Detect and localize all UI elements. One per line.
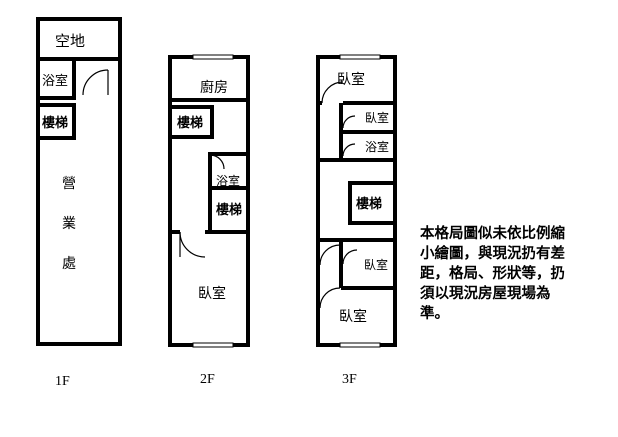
floor-1f-bathroom [36, 57, 76, 100]
door-swing-icon [209, 154, 225, 170]
room-label-stairs: 樓梯 [356, 196, 382, 212]
door-swing-icon [319, 287, 341, 309]
room-label-bathroom: 浴室 [42, 73, 68, 89]
window-icon [339, 342, 381, 348]
door-swing-icon [179, 231, 206, 258]
floor-label-2f: 2F [200, 372, 215, 387]
disclaimer-line: 距，格局、形狀等，扔 [420, 266, 565, 282]
room-label-bedroom: 臥室 [365, 110, 389, 125]
room-label-bedroom: 臥室 [337, 71, 365, 88]
disclaimer-line: 準。 [420, 306, 449, 322]
room-label-bathroom: 浴室 [365, 139, 389, 154]
floor-2f [168, 54, 250, 348]
room-label-stairs: 樓梯 [42, 115, 68, 131]
disclaimer-note: 本格局圖似未依比例縮 小繪圖，與現況扔有差 距，格局、形狀等，扔 須以現況房屋現… [420, 224, 595, 324]
room-label-bedroom: 臥室 [339, 308, 367, 325]
disclaimer-line: 小繪圖，與現況扔有差 [420, 246, 565, 262]
door-swing-icon [82, 69, 109, 96]
floor-1f-stairs [36, 103, 76, 140]
floor-2f-stairs-a [168, 105, 214, 139]
room-label-stairs: 樓梯 [177, 115, 203, 131]
door-swing-icon [342, 249, 358, 265]
room-label-open-space: 空地 [55, 32, 85, 50]
floor-label-3f: 3F [342, 372, 357, 387]
room-label-stairs: 樓梯 [216, 202, 242, 218]
door-swing-icon [319, 244, 341, 266]
window-icon [192, 342, 234, 348]
disclaimer-line: 須以現況房屋現場為 [420, 286, 551, 302]
door-swing-icon [321, 81, 344, 104]
floor-3f-stairs [348, 181, 397, 225]
floor-label-1f: 1F [55, 374, 70, 389]
room-label-kitchen: 廚房 [200, 79, 228, 96]
window-icon [339, 54, 381, 60]
room-label-bedroom: 臥室 [364, 257, 388, 272]
door-swing-icon [342, 115, 356, 129]
door-swing-icon [342, 143, 356, 157]
room-label-business-1: 營 [62, 176, 76, 192]
floor-3f [316, 54, 397, 348]
floor-1f-outline [36, 17, 122, 346]
room-label-bedroom: 臥室 [198, 285, 226, 302]
window-icon [192, 54, 234, 60]
room-label-business-2: 業 [62, 216, 76, 232]
room-label-business-3: 處 [62, 256, 76, 272]
room-label-bathroom: 浴室 [216, 173, 240, 188]
disclaimer-line: 本格局圖似未依比例縮 [420, 226, 565, 242]
floor-1f [36, 17, 122, 346]
